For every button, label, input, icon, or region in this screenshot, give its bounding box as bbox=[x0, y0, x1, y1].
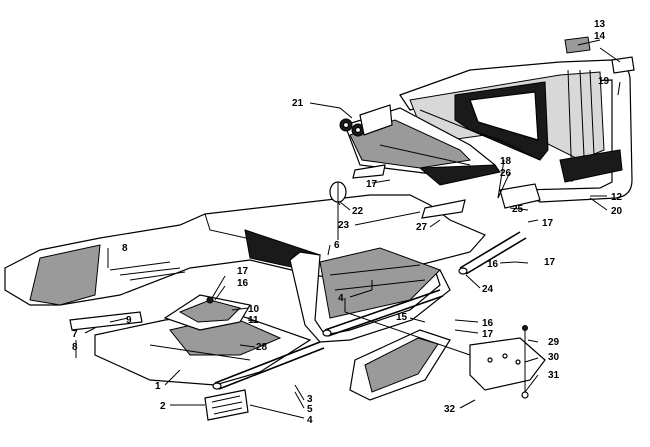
callout-31: 31 bbox=[548, 370, 560, 381]
callout-1: 1 bbox=[155, 381, 161, 392]
callout-6: 6 bbox=[334, 240, 340, 251]
callout-8a: 8 bbox=[122, 243, 128, 254]
leader-lines bbox=[75, 39, 621, 419]
callout-14: 14 bbox=[594, 31, 606, 42]
callout-8b: 8 bbox=[72, 342, 78, 353]
callout-16b: 16 bbox=[237, 278, 249, 289]
callout-25: 25 bbox=[512, 204, 524, 215]
callout-2: 2 bbox=[160, 401, 166, 412]
callout-9: 9 bbox=[126, 315, 132, 326]
callout-18: 18 bbox=[500, 156, 512, 167]
callout-4a: 4 bbox=[338, 293, 344, 304]
callout-28: 28 bbox=[256, 342, 268, 353]
callout-29: 29 bbox=[548, 337, 560, 348]
running-board bbox=[289, 247, 451, 343]
hinge-bracket bbox=[163, 294, 251, 331]
callout-3: 3 bbox=[307, 394, 313, 405]
callout-12: 12 bbox=[611, 192, 623, 203]
callout-13: 13 bbox=[594, 19, 606, 30]
trim-strip bbox=[69, 311, 143, 331]
callout-5: 5 bbox=[307, 404, 313, 415]
callout-11: 11 bbox=[248, 315, 259, 326]
callout-16c: 16 bbox=[482, 318, 494, 329]
rear-grab-bar-assembly bbox=[399, 59, 633, 203]
callout-17a: 17 bbox=[366, 179, 378, 190]
callout-4b: 4 bbox=[307, 415, 313, 426]
callout-labels: 13 14 19 21 18 26 17 12 20 25 17 8 22 23… bbox=[72, 19, 623, 426]
callout-17c: 17 bbox=[544, 257, 556, 268]
callout-20: 20 bbox=[611, 206, 623, 217]
callout-17d: 17 bbox=[237, 266, 249, 277]
callout-30: 30 bbox=[548, 352, 560, 363]
mudflap-bracket bbox=[329, 181, 347, 203]
callout-24: 24 bbox=[482, 284, 494, 295]
callout-17e: 17 bbox=[482, 329, 494, 340]
callout-7: 7 bbox=[72, 329, 78, 340]
callout-17b: 17 bbox=[542, 218, 554, 229]
callout-10: 10 bbox=[248, 304, 260, 315]
reflector-plate bbox=[204, 389, 249, 421]
callout-23: 23 bbox=[338, 220, 350, 231]
hitch-bracket bbox=[349, 325, 546, 401]
callout-27: 27 bbox=[416, 222, 428, 233]
small-brackets bbox=[352, 164, 541, 219]
callout-21: 21 bbox=[292, 98, 304, 109]
rails bbox=[212, 231, 527, 390]
callout-22: 22 bbox=[352, 206, 364, 217]
snow-flap-assembly bbox=[339, 104, 501, 186]
callout-15: 15 bbox=[396, 312, 408, 323]
callout-32: 32 bbox=[444, 404, 456, 415]
callout-16a: 16 bbox=[487, 259, 499, 270]
callout-19: 19 bbox=[598, 76, 610, 87]
decals bbox=[564, 36, 635, 74]
callout-26: 26 bbox=[500, 168, 512, 179]
